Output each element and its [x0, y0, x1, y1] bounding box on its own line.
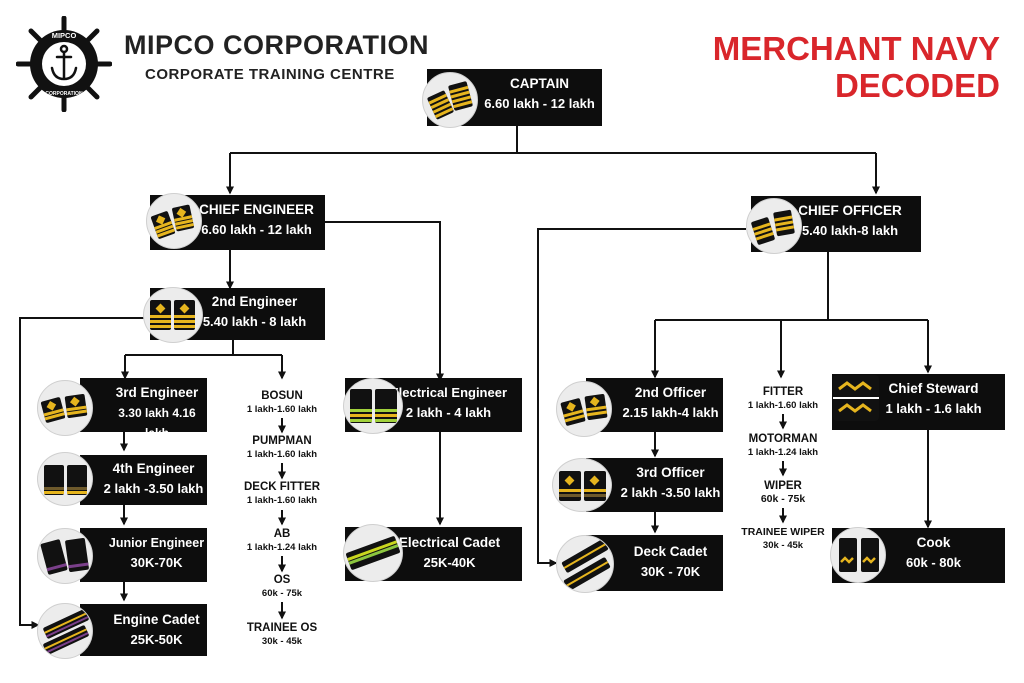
rank-title: CHIEF ENGINEER	[199, 202, 314, 217]
rank-title: Electrical Cadet	[398, 535, 501, 550]
rank-title: 2nd Officer	[634, 385, 707, 400]
rank-box-junior-engineer: Junior Engineer 30K-70K	[80, 528, 207, 582]
page-title-line2: DECODED	[834, 67, 1000, 104]
rank-salary: 25K-50K	[130, 632, 183, 647]
rank-title: CAPTAIN	[510, 76, 569, 91]
epaulette-icon-3rd-engineer	[37, 380, 93, 436]
rank-salary: 60k - 80k	[906, 555, 961, 570]
rating-salary: 1 lakh-1.60 lakh	[747, 400, 819, 411]
rank-box-3rd-engineer: 3rd Engineer 3.30 lakh 4.16 lakh	[80, 378, 207, 440]
brand-name: MIPCO CORPORATION	[124, 30, 429, 60]
rating-fitter: FITTER 1 lakh-1.60 lakh	[733, 385, 833, 412]
mipco-logo: MIPCO CORPORATION	[16, 16, 112, 112]
rank-salary: 3.30 lakh 4.16 lakh	[118, 406, 196, 440]
rank-salary: 2.15 lakh-4 lakh	[622, 405, 719, 420]
rank-box-3rd-officer: 3rd Officer 2 lakh -3.50 lakh	[586, 458, 723, 512]
rating-salary: 1 lakh-1.60 lakh	[246, 495, 318, 506]
rating-title: MOTORMAN	[748, 433, 818, 445]
rating-salary: 1 lakh-1.60 lakh	[246, 404, 318, 415]
rank-title: Electrical Engineer	[389, 385, 508, 400]
epaulette-icon-chief-engineer	[146, 193, 202, 249]
rank-salary: 6.60 lakh - 12 lakh	[201, 222, 312, 237]
rank-title: CHIEF OFFICER	[798, 203, 902, 218]
rank-salary: 30K-70K	[130, 555, 183, 570]
rank-title: Junior Engineer	[108, 536, 205, 550]
rank-box-4th-engineer: 4th Engineer 2 lakh -3.50 lakh	[80, 455, 207, 505]
epaulette-icon-4th-engineer	[37, 452, 93, 506]
rating-title: WIPER	[764, 480, 802, 492]
rating-title: DECK FITTER	[243, 481, 321, 493]
rating-salary: 1 lakh-1.24 lakh	[246, 542, 318, 553]
rating-trainee-os: TRAINEE OS 30k - 45k	[232, 621, 332, 648]
rank-title: Cook	[916, 535, 951, 550]
epaulette-icon-captain	[422, 72, 478, 128]
rating-trainee-wiper: TRAINEE WIPER 30k - 45k	[733, 525, 833, 552]
rating-motorman: MOTORMAN 1 lakh-1.24 lakh	[733, 432, 833, 459]
rating-os: OS 60k - 75k	[232, 573, 332, 600]
rating-deck-fitter: DECK FITTER 1 lakh-1.60 lakh	[232, 480, 332, 507]
rank-salary: 5.40 lakh - 8 lakh	[202, 314, 307, 329]
rank-salary: 2 lakh - 4 lakh	[405, 405, 492, 420]
rank-salary: 30K - 70K	[640, 564, 701, 579]
rank-salary: 2 lakh -3.50 lakh	[620, 485, 721, 500]
rank-salary: 6.60 lakh - 12 lakh	[484, 96, 595, 111]
rating-pumpman: PUMPMAN 1 lakh-1.60 lakh	[232, 434, 332, 461]
svg-text:MIPCO: MIPCO	[52, 31, 77, 40]
rank-title: 3rd Engineer	[115, 385, 199, 400]
rating-salary: 60k - 75k	[760, 493, 806, 505]
rating-title: PUMPMAN	[252, 435, 312, 447]
brand-subtitle: CORPORATE TRAINING CENTRE	[145, 66, 395, 83]
epaulette-icon-junior-engineer	[37, 528, 93, 584]
rating-ab: AB 1 lakh-1.24 lakh	[232, 527, 332, 554]
anchor-icon	[50, 44, 78, 81]
rating-title: FITTER	[762, 386, 804, 398]
rank-title: 2nd Engineer	[211, 294, 298, 309]
rating-salary: 1 lakh-1.60 lakh	[246, 449, 318, 460]
rank-salary: 1 lakh - 1.6 lakh	[885, 401, 982, 416]
rank-salary: 2 lakh -3.50 lakh	[103, 481, 204, 496]
rank-title: Deck Cadet	[633, 544, 708, 559]
epaulette-icon-electrical-engineer	[343, 378, 403, 434]
epaulette-icon-chief-officer	[746, 198, 802, 254]
rating-wiper: WIPER 60k - 75k	[733, 479, 833, 506]
epaulette-icon-chief-steward	[833, 375, 879, 421]
rank-title: 4th Engineer	[112, 461, 195, 476]
epaulette-icon-cook	[830, 527, 886, 583]
rating-salary: 1 lakh-1.24 lakh	[747, 447, 819, 458]
rating-bosun: BOSUN 1 lakh-1.60 lakh	[232, 389, 332, 416]
rank-title: Engine Cadet	[113, 612, 200, 627]
rank-salary: 5.40 lakh-8 lakh	[801, 223, 899, 238]
rating-salary: 30k - 45k	[261, 636, 303, 647]
epaulette-icon-engine-cadet	[37, 603, 93, 659]
page-title-line1: MERCHANT NAVY	[712, 30, 1000, 67]
epaulette-icon-2nd-officer	[556, 381, 612, 437]
epaulette-icon-deck-cadet	[556, 535, 614, 593]
epaulette-icon-2nd-engineer	[143, 287, 203, 343]
svg-text:CORPORATION: CORPORATION	[45, 91, 83, 97]
rank-title: Chief Steward	[888, 381, 979, 396]
rating-salary: 30k - 45k	[762, 540, 804, 551]
rank-box-engine-cadet: Engine Cadet 25K-50K	[80, 604, 207, 656]
rating-title: BOSUN	[261, 390, 303, 402]
epaulette-icon-electrical-cadet	[343, 524, 403, 582]
rating-salary: 60k - 75k	[261, 588, 303, 599]
page-title: MERCHANT NAVY DECODED	[713, 30, 1000, 104]
epaulette-icon-3rd-officer	[552, 458, 612, 512]
rating-title: TRAINEE OS	[246, 622, 318, 634]
rank-salary: 25K-40K	[423, 555, 476, 570]
rating-title: OS	[273, 574, 291, 586]
rating-title: TRAINEE WIPER	[741, 526, 825, 538]
rank-title: 3rd Officer	[636, 465, 705, 480]
rating-title: AB	[273, 528, 291, 540]
